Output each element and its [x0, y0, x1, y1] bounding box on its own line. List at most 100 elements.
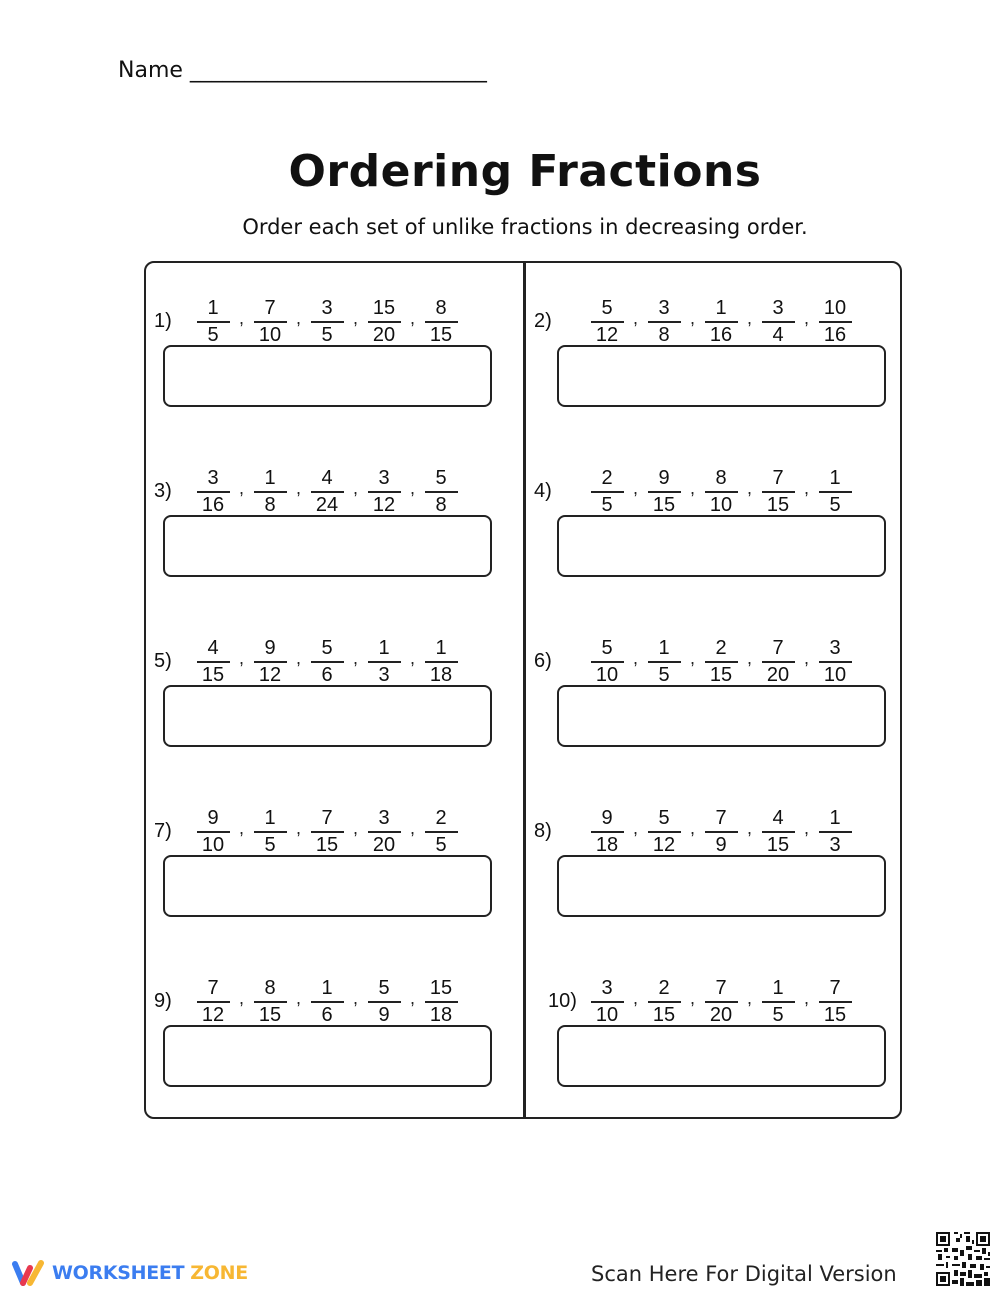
numerator: 5	[435, 467, 447, 489]
fraction-bar	[367, 1001, 401, 1003]
denominator: 15	[766, 833, 790, 856]
denominator: 5	[658, 663, 670, 686]
separator: ,	[746, 987, 752, 1008]
separator: ,	[409, 477, 415, 498]
fraction-bar	[310, 1001, 344, 1003]
problem-number: 6)	[534, 650, 552, 672]
fraction-bar	[196, 1001, 230, 1003]
denominator: 5	[435, 833, 447, 856]
numerator: 1	[264, 807, 276, 829]
numerator: 1	[658, 637, 670, 659]
separator: ,	[803, 647, 809, 668]
fraction-bar	[196, 321, 230, 323]
denominator: 5	[264, 833, 276, 856]
answer-box-3[interactable]	[163, 515, 492, 577]
denominator: 15	[429, 323, 453, 346]
fraction-bar	[424, 491, 458, 493]
fraction-bar	[704, 321, 738, 323]
denominator: 5	[601, 493, 613, 516]
numerator: 1	[829, 807, 841, 829]
answer-box-10[interactable]	[557, 1025, 886, 1087]
separator: ,	[238, 817, 244, 838]
separator: ,	[632, 817, 638, 838]
numerator: 3	[601, 977, 613, 999]
answer-box-8[interactable]	[557, 855, 886, 917]
answer-box-6[interactable]	[557, 685, 886, 747]
denominator: 6	[321, 663, 333, 686]
answer-box-2[interactable]	[557, 345, 886, 407]
separator: ,	[746, 307, 752, 328]
denominator: 9	[378, 1003, 390, 1026]
denominator: 3	[378, 663, 390, 686]
separator: ,	[409, 647, 415, 668]
fraction-bar	[647, 321, 681, 323]
answer-box-9[interactable]	[163, 1025, 492, 1087]
numerator: 1	[378, 637, 390, 659]
fraction-bar	[367, 831, 401, 833]
numerator: 2	[435, 807, 447, 829]
answer-box-4[interactable]	[557, 515, 886, 577]
numerator: 1	[264, 467, 276, 489]
fraction-bar	[196, 491, 230, 493]
qr-code-icon[interactable]	[934, 1230, 992, 1288]
separator: ,	[352, 817, 358, 838]
denominator: 8	[264, 493, 276, 516]
numerator: 5	[601, 637, 613, 659]
denominator: 15	[258, 1003, 282, 1026]
answer-box-7[interactable]	[163, 855, 492, 917]
answer-box-5[interactable]	[163, 685, 492, 747]
denominator: 8	[658, 323, 670, 346]
numerator: 4	[772, 807, 784, 829]
separator: ,	[295, 987, 301, 1008]
numerator: 1	[715, 297, 727, 319]
separator: ,	[746, 477, 752, 498]
numerator: 7	[715, 977, 727, 999]
separator: ,	[352, 987, 358, 1008]
denominator: 20	[709, 1003, 733, 1026]
worksheet-zone-logo[interactable]: WORKSHEET ZONE	[10, 1258, 248, 1288]
fraction-bar	[590, 661, 624, 663]
numerator: 7	[829, 977, 841, 999]
answer-box-1[interactable]	[163, 345, 492, 407]
numerator: 15	[429, 977, 453, 999]
separator: ,	[295, 307, 301, 328]
fraction-bar	[761, 1001, 795, 1003]
fraction-bar	[253, 321, 287, 323]
fraction-bar	[704, 661, 738, 663]
fraction-bar	[761, 661, 795, 663]
instructions: Order each set of unlike fractions in de…	[242, 215, 808, 239]
numerator: 7	[772, 637, 784, 659]
numerator: 9	[601, 807, 613, 829]
denominator: 16	[823, 323, 847, 346]
separator: ,	[409, 987, 415, 1008]
fraction-bar	[253, 661, 287, 663]
denominator: 10	[709, 493, 733, 516]
denominator: 15	[652, 1003, 676, 1026]
problem-number: 9)	[154, 990, 172, 1012]
fraction-bar	[761, 321, 795, 323]
